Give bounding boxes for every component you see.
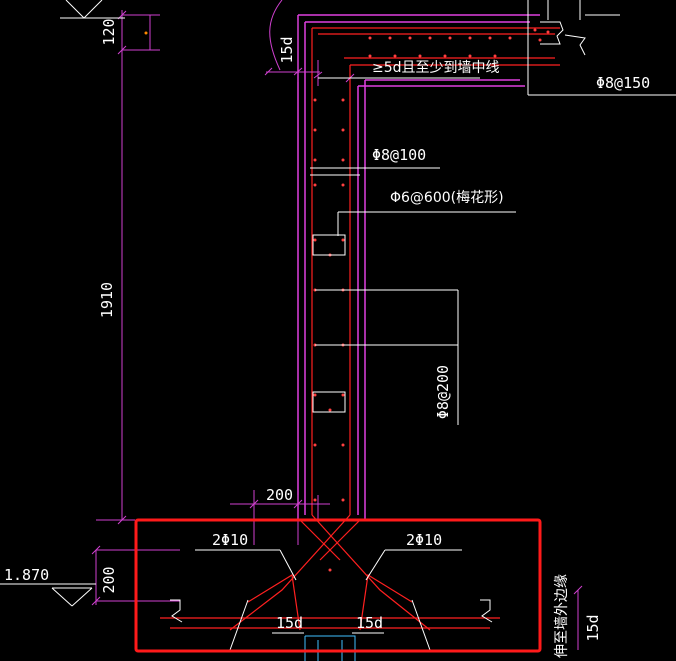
elevation-marker: 1.870 xyxy=(0,566,96,607)
bottom-thickness-dimension: 200 xyxy=(91,545,180,606)
top-slab-outline xyxy=(297,14,540,520)
footing-outline xyxy=(170,599,493,651)
wall-width-label: 200 xyxy=(266,486,293,504)
corner-bar-left-label: 2Φ10 xyxy=(212,531,248,549)
wall-rebar-dots xyxy=(313,98,345,572)
bottom-thickness-label: 200 xyxy=(100,566,118,593)
top-thickness-dimension: 120 xyxy=(100,10,160,520)
bottom-anchor-left-label: 15d xyxy=(276,614,303,632)
horizontal-rebar-leader xyxy=(310,167,440,176)
top-thickness-label: 120 xyxy=(100,18,118,45)
elevation-label: 1.870 xyxy=(4,566,49,584)
corner-bar-right-label: 2Φ10 xyxy=(406,531,442,549)
top-anchor-label: 15d xyxy=(278,36,296,63)
rebar-dots-right xyxy=(533,28,550,42)
rebar-dots-top xyxy=(368,36,512,58)
footing-rebar xyxy=(160,514,500,631)
wall-height-label: 1910 xyxy=(98,282,116,318)
side-note: 伸至墙外边缘 xyxy=(554,574,570,658)
column-below xyxy=(304,635,356,661)
highlight-box xyxy=(134,518,542,653)
wall-height-dimension: 1910 xyxy=(96,282,135,525)
top-slab-rebar xyxy=(311,27,560,515)
top-elevation-marker xyxy=(60,0,125,19)
horizontal-rebar-label: Φ8@100 xyxy=(372,146,426,164)
corner-bar-leaders xyxy=(195,549,462,581)
top-anchor-dimension xyxy=(264,0,355,86)
tie-bar-label: Φ6@600(梅花形) xyxy=(390,190,504,206)
bottom-anchor-right-label: 15d xyxy=(356,614,383,632)
anchorage-note: ≥5d且至少到墙中线 xyxy=(372,60,500,76)
tie-bar-leader xyxy=(337,211,516,236)
top-slab-rebar-label: Φ8@150 xyxy=(596,74,650,92)
tie-bar-marks xyxy=(312,234,346,413)
vertical-rebar-label: Φ8@200 xyxy=(434,365,452,419)
side-anchor-label: 15d xyxy=(584,614,602,641)
vertical-rebar-leader xyxy=(315,289,459,425)
side-dimension xyxy=(573,585,583,650)
